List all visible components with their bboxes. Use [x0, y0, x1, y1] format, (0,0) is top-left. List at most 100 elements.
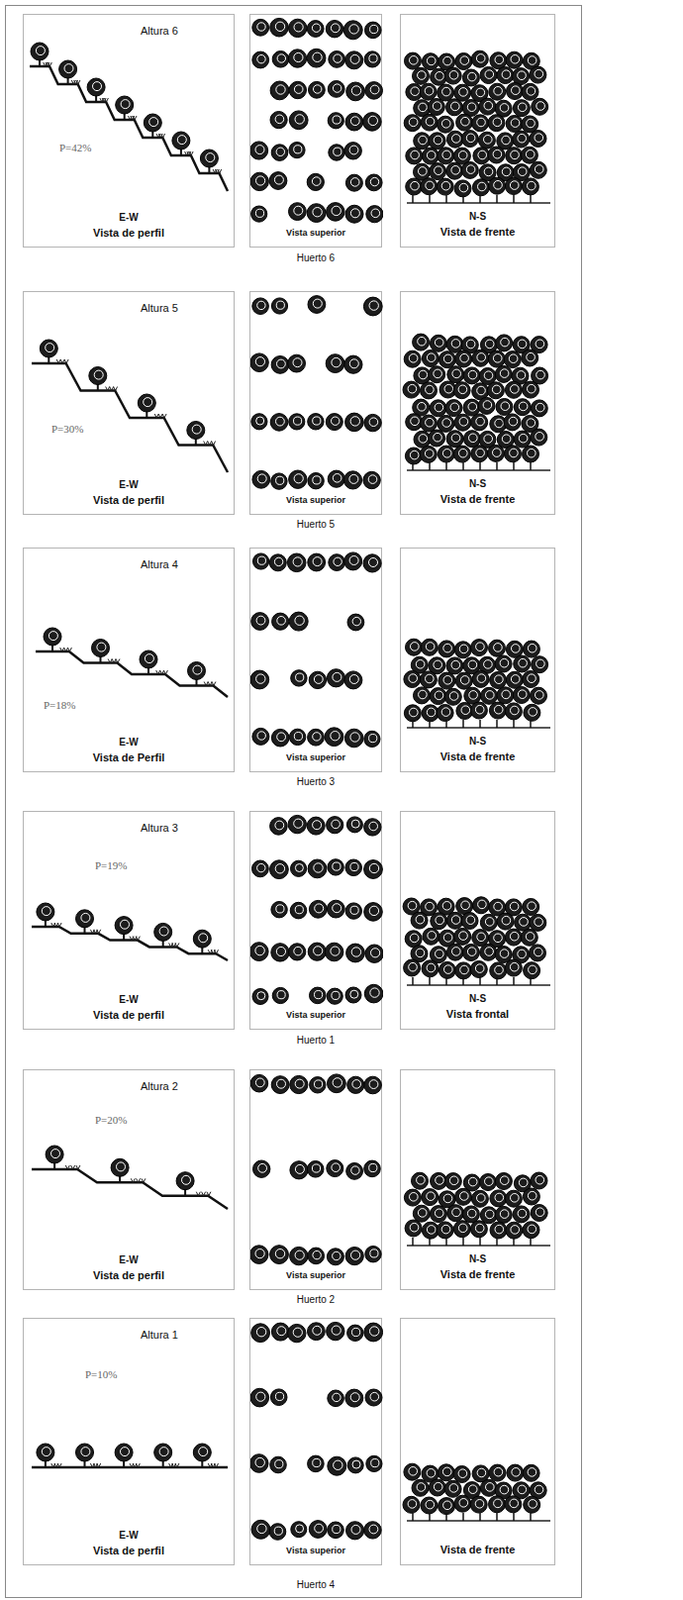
crown-texture: [510, 150, 520, 160]
crown-texture: [256, 615, 266, 625]
crown-texture: [120, 919, 130, 929]
tree-crown: [289, 728, 305, 745]
crown-texture: [442, 449, 452, 459]
tree-crown: [472, 349, 489, 367]
tree-crown: [269, 172, 288, 191]
crown-texture: [257, 300, 266, 309]
crown-texture: [293, 416, 302, 425]
crown-texture: [277, 359, 287, 369]
crown-texture: [94, 370, 103, 380]
grass-tuft: [195, 1191, 200, 1196]
crown-texture: [370, 177, 379, 186]
crown-texture: [276, 904, 285, 913]
orchard-caption: Huerto 3: [249, 776, 383, 787]
crown-texture: [433, 369, 443, 379]
tree-crown: [521, 178, 539, 196]
crown-texture: [534, 133, 544, 143]
grass-tuft: [203, 682, 208, 686]
crown-texture: [293, 52, 303, 62]
crown-texture: [257, 1523, 267, 1533]
grass-tuft: [201, 1191, 206, 1196]
crown-texture: [116, 1162, 126, 1171]
tree-crown: [436, 1221, 454, 1239]
crown-texture: [499, 1209, 509, 1219]
tree-crown: [250, 1454, 269, 1473]
crown-texture: [293, 732, 302, 741]
tree-crown: [470, 1220, 488, 1238]
grass-tuft: [105, 387, 110, 391]
tree-crown: [504, 928, 522, 946]
crown-texture: [441, 119, 451, 129]
tree-trunk: [529, 195, 532, 203]
tree-crown: [489, 672, 507, 689]
crown-texture: [274, 557, 283, 566]
tree-crown: [403, 959, 421, 976]
terrain-slope: [29, 66, 228, 192]
crown-texture: [255, 1457, 265, 1466]
crown-texture: [274, 1526, 283, 1535]
tree-crown: [454, 927, 472, 945]
crown-texture: [442, 87, 452, 97]
crown-texture: [508, 354, 518, 364]
tree-crown: [436, 704, 454, 722]
crown-texture: [494, 418, 504, 428]
crown-texture: [476, 54, 486, 64]
height-label: Altura 6: [140, 24, 179, 37]
grass-tuft: [203, 441, 208, 446]
crown-texture: [332, 903, 342, 913]
tree-crown: [521, 83, 539, 100]
crown-texture: [277, 1078, 287, 1088]
tree-crown: [488, 639, 506, 657]
tree-crown: [461, 912, 479, 930]
tree-crown: [496, 686, 514, 704]
view-label: Vista de Perfil: [23, 751, 234, 764]
crown-texture: [491, 385, 501, 394]
tree-crown: [110, 1158, 129, 1176]
crown-texture: [81, 1447, 91, 1457]
crown-texture: [255, 1249, 265, 1259]
tree-crown: [472, 929, 489, 947]
tree-crown: [488, 1463, 506, 1481]
crown-texture: [493, 87, 503, 97]
grass-tuft: [136, 1177, 141, 1182]
crown-texture: [485, 947, 494, 957]
tree-crown: [307, 728, 325, 746]
tree-crown: [410, 911, 428, 929]
tree-crown: [364, 730, 381, 747]
crown-texture: [468, 1484, 478, 1494]
height-label: Altura 2: [140, 1079, 179, 1092]
slope-label: P=20%: [95, 1113, 127, 1126]
crown-texture: [312, 416, 321, 425]
crown-texture: [177, 135, 187, 145]
tree-crown: [309, 1076, 326, 1093]
crown-texture: [527, 901, 537, 911]
tree-crown: [137, 393, 156, 412]
tree-crown: [328, 51, 346, 69]
crown-texture: [81, 912, 91, 922]
crown-texture: [519, 917, 529, 927]
view-panel: Altura 3P=19%E-WVista de perfil: [22, 810, 235, 1030]
tree-crown: [345, 902, 362, 919]
tree-crown: [421, 960, 439, 977]
tree-trunk: [462, 1237, 465, 1246]
crown-texture: [426, 353, 436, 363]
crown-texture: [435, 949, 445, 959]
crown-texture: [257, 55, 266, 64]
tree-crown: [404, 447, 422, 465]
crown-texture: [312, 207, 322, 217]
crown-texture: [407, 384, 417, 393]
tree-trunk: [529, 1512, 532, 1521]
crown-texture: [518, 1177, 528, 1187]
crown-texture: [459, 183, 469, 193]
tree-crown: [461, 130, 479, 148]
tree-crown: [139, 650, 158, 669]
tree-crown: [436, 115, 454, 133]
tree-crown: [522, 640, 540, 658]
tree-crown: [420, 414, 438, 432]
crown-texture: [294, 1078, 304, 1088]
crown-texture: [527, 643, 537, 653]
crown-texture: [256, 674, 266, 683]
crown-texture: [416, 1175, 426, 1185]
orchard-illustration: [23, 1318, 236, 1566]
crown-texture: [451, 166, 461, 176]
